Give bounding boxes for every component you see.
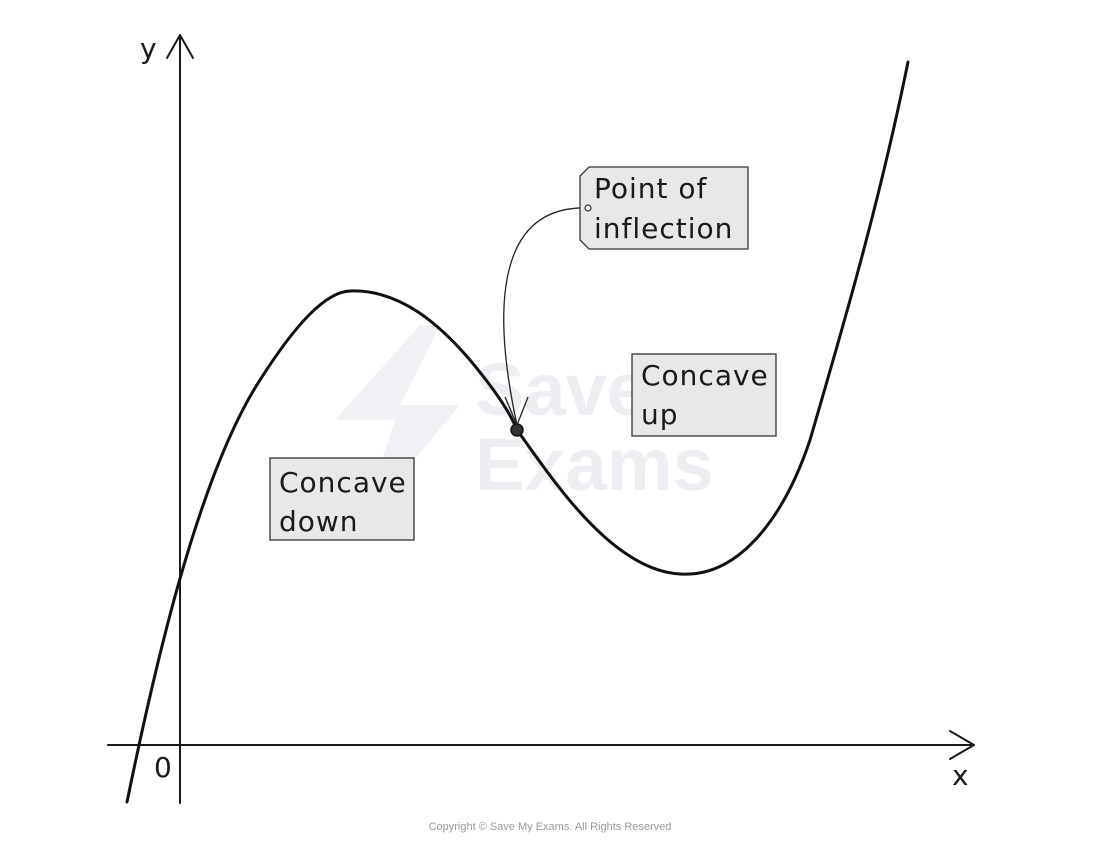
concave-up-line1: Concave (641, 359, 769, 392)
copyright-notice: Copyright © Save My Exams. All Rights Re… (429, 821, 672, 833)
x-axis-label: x (952, 759, 969, 792)
concave-down-rect (269, 457, 415, 541)
x-axis-arrow (949, 730, 975, 760)
inflection-tag-box (579, 166, 749, 250)
concave-down-line1: Concave (279, 466, 407, 499)
inflection-label-line2: inflection (594, 212, 733, 245)
y-axis-label: y (140, 32, 157, 65)
watermark-line2: Exams (475, 423, 714, 506)
origin-label: 0 (154, 751, 172, 784)
y-axis-arrow (166, 34, 194, 59)
inflection-tag: Point of inflection (579, 166, 749, 250)
concave-down-box: Concave down (269, 457, 415, 541)
inflection-pointer (503, 207, 589, 426)
concave-up-line2: up (641, 398, 679, 431)
tag-hole-icon (584, 204, 592, 212)
inflection-label-line1: Point of (594, 172, 708, 205)
watermark-bolt-icon (335, 325, 460, 525)
concave-up-box: Concave up (631, 353, 777, 437)
concave-down-line2: down (279, 505, 359, 538)
concave-up-rect (631, 353, 777, 437)
cubic-curve (125, 60, 910, 804)
inflection-pointer-arrowhead (504, 396, 529, 427)
axes: x y 0 (107, 32, 975, 804)
